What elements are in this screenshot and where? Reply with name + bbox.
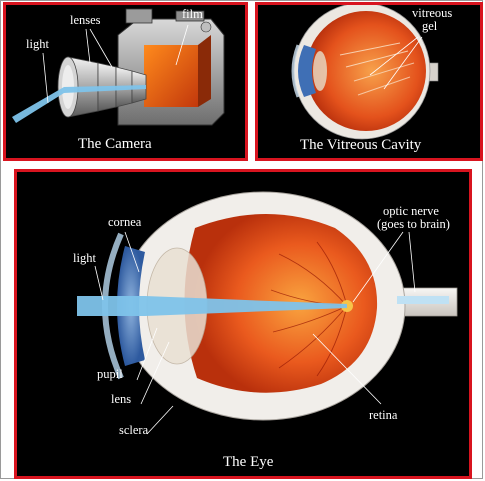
- eye-sclera-label: sclera: [119, 423, 149, 437]
- camera-lenses-label: lenses: [70, 13, 101, 27]
- vitreous-gel-label-line1: vitreous: [412, 6, 453, 20]
- eye-optic-nerve-label-line1: optic nerve: [383, 204, 439, 218]
- eye-panel: cornea light optic nerve (goes to brain)…: [14, 169, 472, 479]
- camera-panel: light lenses film The Camera: [3, 2, 248, 161]
- camera-film-label: film: [182, 7, 203, 21]
- camera-light-label: light: [26, 37, 49, 51]
- eye-pupil-label: pupil: [97, 367, 123, 381]
- eye-title: The Eye: [223, 454, 274, 470]
- eye-illustration: [77, 191, 458, 435]
- camera-title: The Camera: [78, 136, 152, 152]
- vitreous-title: The Vitreous Cavity: [300, 137, 422, 153]
- eye-light-label: light: [73, 251, 96, 265]
- eye-optic-nerve-label-line2: (goes to brain): [377, 217, 450, 231]
- vitreous-gel-label-line2: gel: [422, 19, 438, 33]
- vitreous-illustration: [291, 5, 439, 140]
- vitreous-panel: vitreous gel The Vitreous Cavity: [255, 2, 483, 161]
- eye-cornea-label: cornea: [108, 215, 142, 229]
- eye-retina-label: retina: [369, 408, 398, 422]
- camera-illustration: [12, 8, 225, 126]
- eye-lens-label: lens: [111, 392, 132, 406]
